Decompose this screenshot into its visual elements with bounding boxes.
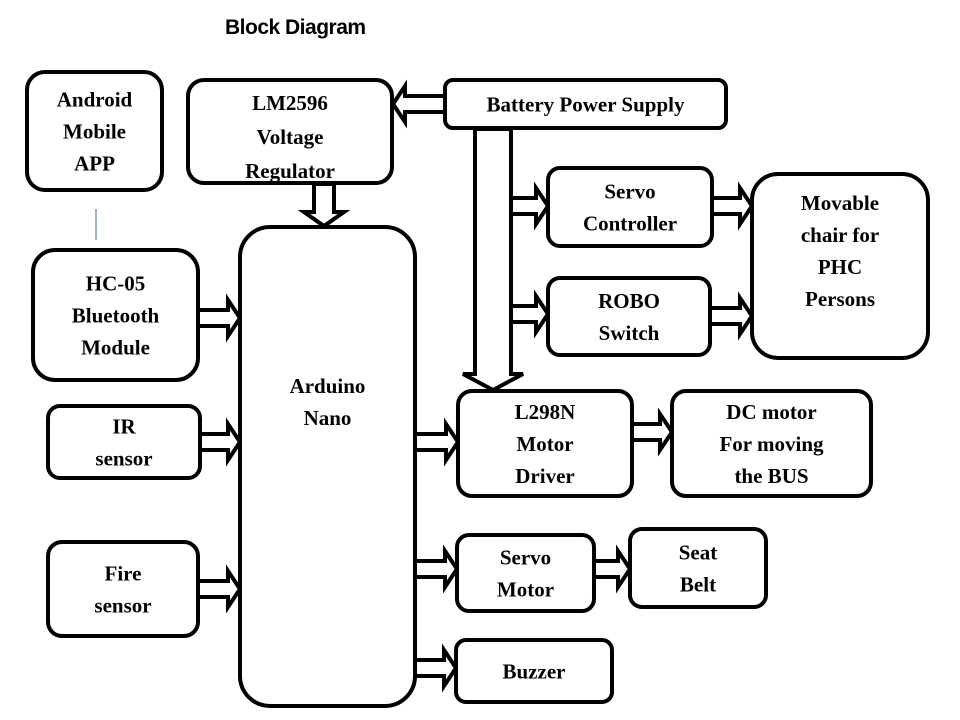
- arrow-ir-to-arduino: [198, 417, 243, 467]
- block-l298n-label-line: L298N: [515, 400, 576, 424]
- block-seat-belt-label-line: Belt: [680, 572, 716, 596]
- block-buzzer-box: [454, 638, 614, 704]
- arrow-battery-to-robo-switch: [508, 289, 551, 339]
- block-buzzer: Buzzer: [454, 638, 614, 704]
- block-android-label-line: Mobile: [63, 119, 126, 143]
- block-buzzer-label-line: Buzzer: [503, 659, 566, 683]
- block-seat-belt-box: [628, 527, 768, 609]
- block-fire-box: [46, 540, 200, 638]
- arrow-battery-to-l298n: [462, 127, 524, 393]
- block-arduino-box: [238, 225, 417, 708]
- block-servo-controller-box: [546, 166, 714, 248]
- block-movable-chair-label-line: PHC: [818, 255, 862, 279]
- block-fire-label-line: Fire: [105, 561, 142, 585]
- block-dc-motor-box: [670, 389, 873, 498]
- boxes-layer: AndroidMobileAPPLM2596VoltageRegulatorBa…: [25, 70, 930, 708]
- block-servo-motor-label-line: Servo: [500, 545, 551, 569]
- block-servo-controller-label-line: Controller: [583, 211, 677, 235]
- block-lm2596-label-line: LM2596: [252, 91, 328, 115]
- diagram-title: Block Diagram: [225, 16, 366, 39]
- block-seat-belt-label-line: Seat: [679, 540, 718, 564]
- block-android-label-line: Android: [57, 87, 133, 111]
- block-ir-label-line: IR: [112, 414, 136, 438]
- block-movable-chair-label-line: chair for: [801, 223, 879, 247]
- arrows-layer: [95, 79, 755, 693]
- block-fire: Fire sensor: [46, 540, 200, 638]
- block-robo-switch: ROBO Switch: [546, 276, 712, 357]
- block-android-box: [25, 70, 164, 192]
- block-servo-motor-label-line: Motor: [497, 577, 554, 601]
- block-hc05-label-line: Bluetooth: [72, 303, 160, 327]
- block-lm2596-box: [186, 78, 394, 185]
- block-arduino-label-line: Arduino: [290, 374, 366, 398]
- arrow-fire-to-arduino: [196, 564, 243, 614]
- arrow-arduino-to-servo-motor: [413, 544, 460, 594]
- arrow-l298n-to-dc-motor: [630, 407, 675, 457]
- arrow-arduino-to-l298n: [413, 417, 461, 467]
- block-ir-box: [46, 404, 202, 480]
- block-robo-switch-label-line: Switch: [599, 321, 660, 345]
- block-l298n-label-line: Motor: [516, 432, 573, 456]
- block-servo-controller-label-line: Servo: [604, 179, 655, 203]
- arrow-battery-to-servo-controller: [508, 181, 551, 231]
- block-battery: Battery Power Supply: [443, 78, 728, 130]
- block-dc-motor-label-line: DC motor: [726, 400, 816, 424]
- arrow-battery-to-lm2596: [390, 79, 448, 129]
- block-hc05-box: [31, 248, 200, 382]
- block-android-label-line: APP: [74, 151, 115, 175]
- block-lm2596-label-line: Regulator: [245, 159, 335, 183]
- block-servo-motor-box: [455, 533, 596, 613]
- block-hc05-label-line: Module: [81, 335, 150, 359]
- block-dc-motor-label-line: For moving: [719, 432, 824, 456]
- arrow-servo-controller-to-movable-chair: [710, 181, 755, 231]
- block-battery-label-line: Battery Power Supply: [487, 92, 685, 116]
- arrow-arduino-to-buzzer: [413, 643, 459, 693]
- block-movable-chair-box: [750, 172, 930, 360]
- block-l298n-label-line: Driver: [515, 464, 574, 488]
- block-battery-box: [443, 78, 728, 130]
- block-robo-switch-box: [546, 276, 712, 357]
- block-ir-label-line: sensor: [95, 446, 152, 470]
- block-ir: IR sensor: [46, 404, 202, 480]
- block-movable-chair-label-line: Persons: [805, 287, 875, 311]
- block-l298n-box: [456, 389, 634, 498]
- arrow-robo-switch-to-movable-chair: [708, 291, 755, 341]
- block-arduino-label-line: Nano: [304, 406, 352, 430]
- arrow-lm2596-to-arduino: [297, 182, 351, 229]
- block-movable-chair-label-line: Movable: [801, 191, 879, 215]
- arrow-hc05-to-arduino: [196, 293, 243, 343]
- block-hc05-label-line: HC-05: [86, 271, 146, 295]
- block-fire-label-line: sensor: [94, 593, 151, 617]
- block-lm2596-label-line: Voltage: [257, 125, 324, 149]
- block-robo-switch-label-line: ROBO: [598, 289, 660, 313]
- arrow-servo-motor-to-seat-belt: [592, 544, 633, 594]
- block-dc-motor-label-line: the BUS: [734, 464, 808, 488]
